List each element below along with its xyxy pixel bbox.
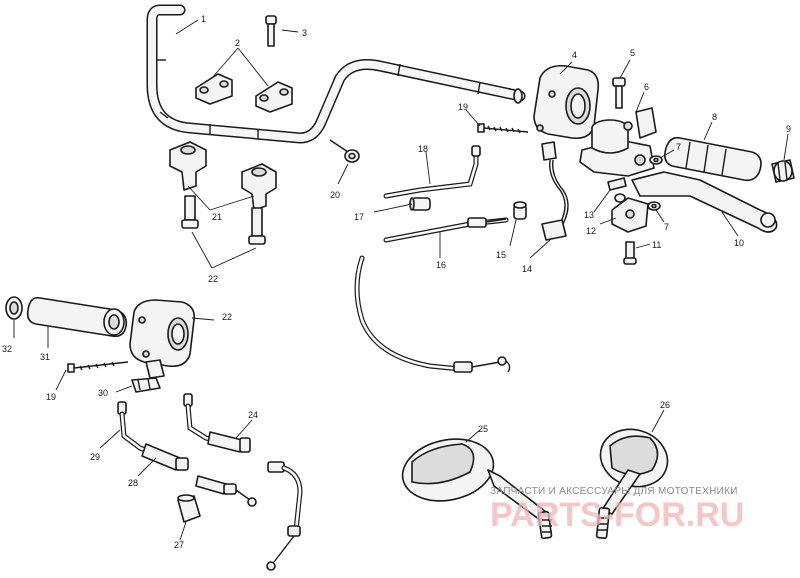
callout-1: 1 <box>201 14 206 24</box>
bolt-22-right <box>248 207 266 245</box>
callout-24: 24 <box>248 410 258 420</box>
callout-30: 30 <box>98 388 108 398</box>
bracket-30 <box>131 377 161 393</box>
handlebar-tube <box>146 4 526 144</box>
callout-numbers: 1 2 3 4 5 6 7 8 9 10 11 7 12 13 14 15 16… <box>2 14 791 550</box>
cable-24 <box>183 393 251 453</box>
callout-22-lower: 22 <box>222 312 232 322</box>
mirror-left-25 <box>401 438 553 540</box>
callout-4: 4 <box>572 50 577 60</box>
callout-7-upper: 7 <box>676 142 681 152</box>
brake-switch-harness-14 <box>541 141 569 241</box>
callout-26: 26 <box>660 400 670 410</box>
leader-lines <box>13 19 789 541</box>
fitting-15 <box>513 201 527 220</box>
watermark-logo: PARTS-FOR.RU <box>490 496 744 534</box>
callout-9: 9 <box>786 124 791 134</box>
callout-14: 14 <box>522 264 532 274</box>
cable-adjuster-17 <box>409 197 431 211</box>
bolt-5 <box>612 77 626 109</box>
riser-left <box>169 141 207 191</box>
brake-lever <box>631 171 778 233</box>
callout-19-lower: 19 <box>46 392 56 402</box>
callout-28: 28 <box>128 478 138 488</box>
long-cable-center <box>354 255 511 373</box>
left-switch-housing-23 <box>129 299 196 379</box>
callout-21: 21 <box>212 212 222 222</box>
callout-5: 5 <box>630 48 635 58</box>
cable-16 <box>383 217 509 243</box>
cable-28 <box>141 443 189 471</box>
bolt-22-left <box>181 195 199 229</box>
callout-31: 31 <box>40 352 50 362</box>
cable-18-upper <box>383 145 481 199</box>
screw-19-lower <box>67 361 129 373</box>
callout-25: 25 <box>478 424 488 434</box>
left-bar-end-32 <box>5 296 23 320</box>
callout-20: 20 <box>330 190 340 200</box>
callout-3: 3 <box>302 28 307 38</box>
callout-22-upper: 22 <box>208 274 218 284</box>
callout-16: 16 <box>436 260 446 270</box>
callout-2: 2 <box>235 38 240 48</box>
watermark-tagline: ЗАПЧАСТИ И АКСЕССУАРЫ ДЛЯ МОТОТЕХНИКИ <box>490 486 738 497</box>
bolt-3 <box>265 15 277 47</box>
callout-8: 8 <box>712 112 717 122</box>
throttle-grip <box>664 136 762 182</box>
brake-switch-13 <box>607 177 627 203</box>
callout-6: 6 <box>644 82 649 92</box>
left-grip-31 <box>26 296 128 338</box>
bar-end-9 <box>771 159 795 183</box>
pivot-bolt-11 <box>623 241 637 265</box>
boot-27 <box>177 494 201 523</box>
callout-19-upper: 19 <box>458 102 468 112</box>
clamp-cap-right <box>255 81 293 113</box>
callout-11: 11 <box>652 240 661 250</box>
callout-27: 27 <box>174 540 184 550</box>
riser-right <box>241 163 277 211</box>
callout-7-lower: 7 <box>664 222 669 232</box>
callout-12: 12 <box>586 226 596 236</box>
callout-32: 32 <box>2 344 12 354</box>
callout-17: 17 <box>354 212 364 222</box>
clamp-cap-left <box>195 73 233 105</box>
washer-7-lower <box>647 201 661 211</box>
callout-18: 18 <box>418 144 428 154</box>
callout-10: 10 <box>734 238 744 248</box>
washer-7-upper <box>649 155 663 165</box>
brake-master-cylinder <box>579 107 657 177</box>
callout-13: 13 <box>584 210 594 220</box>
callout-15: 15 <box>496 250 506 260</box>
lever-bracket-12 <box>611 197 649 233</box>
screw-19-upper <box>477 123 529 134</box>
callout-29: 29 <box>90 452 100 462</box>
clamp-bolt-20 <box>329 139 360 163</box>
right-switch-housing <box>533 64 600 140</box>
mirror-right-26 <box>595 428 669 540</box>
watermark: ЗАПЧАСТИ И АКСЕССУАРЫ ДЛЯ МОТОТЕХНИКИ PA… <box>490 486 744 534</box>
throttle-cable-lower <box>195 461 303 571</box>
